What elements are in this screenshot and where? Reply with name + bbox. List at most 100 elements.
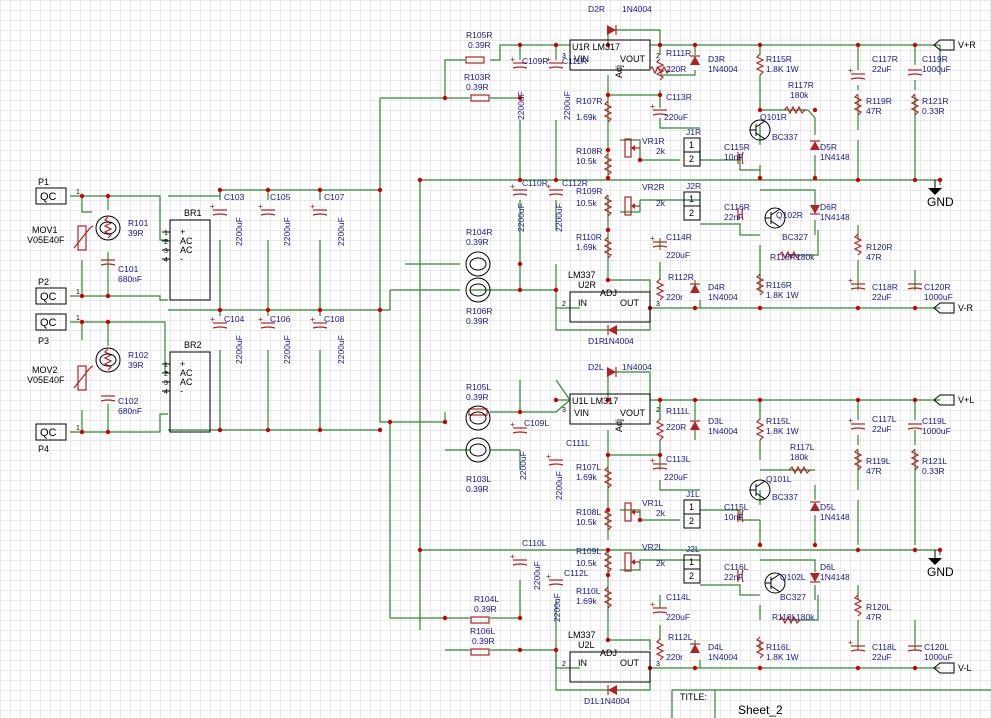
r118l-res	[778, 615, 801, 625]
c117rv-label: 22uF	[872, 64, 891, 74]
junction	[553, 287, 559, 293]
r121l-res	[910, 448, 920, 471]
polarity-mark: +	[546, 451, 551, 461]
d6l-diode	[810, 573, 820, 583]
junction	[637, 157, 643, 163]
wire	[608, 29, 661, 45]
u1l-vout: VOUT	[620, 408, 646, 418]
u1r-vout: VOUT	[620, 54, 646, 64]
c110l-label: C110L	[522, 538, 547, 548]
junction	[812, 107, 818, 113]
j1l-label: J1L	[686, 489, 700, 499]
r107rv-label: 1.69k	[576, 112, 598, 122]
c112l-label: C112L	[564, 568, 589, 578]
q101r-transistor	[749, 119, 771, 141]
wire	[620, 509, 680, 521]
junction	[517, 177, 523, 183]
junction	[657, 397, 663, 403]
polarity-mark: +	[848, 275, 853, 285]
c120l-label: C120L	[924, 642, 949, 652]
r104lv-label: 0.39R	[474, 604, 497, 614]
u1l-ref: U1L LM317	[572, 396, 618, 406]
r104r-label: R104R	[466, 227, 492, 237]
q101l-label: Q101L	[766, 474, 792, 484]
q101lv-label: BC337	[772, 492, 798, 502]
junction	[855, 665, 861, 671]
c116r-label: C116R	[724, 202, 750, 212]
jumper-pin-1: 1	[689, 194, 694, 204]
p1-pin: 1	[76, 189, 80, 196]
r116l-res	[755, 636, 765, 659]
r118l-label: R118L	[772, 612, 797, 622]
r104rv-label: 0.39R	[466, 237, 489, 247]
wires	[70, 29, 991, 718]
r101v-label: 39R	[128, 228, 144, 238]
r102-resistor	[103, 348, 113, 371]
junction	[605, 175, 611, 181]
bridge-pin-num-2: 3	[164, 380, 168, 387]
r105rv-label: 0.39R	[468, 40, 491, 50]
vr2r-pot	[624, 196, 640, 216]
c103v-label: 2200uF	[234, 217, 244, 246]
wire	[81, 196, 92, 213]
r120l-label: R120L	[866, 602, 891, 612]
c116l-label: C116L	[724, 562, 749, 572]
junction	[605, 452, 611, 458]
u2l-vout: OUT	[620, 658, 640, 668]
d5l-diode	[810, 501, 820, 511]
junction	[517, 261, 523, 267]
r111l-label: R111L	[666, 406, 690, 416]
junction	[912, 42, 918, 48]
c114lv-label: 220uF	[666, 612, 690, 622]
p1-ref: P1	[38, 177, 49, 187]
c114r-label: C114R	[666, 232, 692, 242]
junction	[937, 547, 943, 553]
bridge-pin-num-3: 4	[164, 257, 168, 264]
junction	[692, 305, 698, 311]
c116l-cap	[737, 569, 744, 583]
r108l-label: R108L	[576, 507, 601, 517]
c109l-label: C109L	[524, 418, 549, 428]
r112r-res	[655, 278, 665, 301]
u1l-n1: 3	[562, 407, 566, 414]
bridge-pin-3: -	[180, 386, 183, 396]
junction	[855, 305, 861, 311]
junction	[105, 293, 111, 299]
c105v-label: 2200uF	[282, 217, 292, 246]
r101-body	[95, 215, 121, 241]
r117lv-label: 180k	[790, 452, 809, 462]
r121l-label: R121L	[922, 456, 947, 466]
u1l-vin: VIN	[574, 408, 589, 418]
wire	[555, 264, 580, 309]
c107v-label: 2200uF	[336, 217, 346, 246]
c101-capacitor	[100, 259, 116, 266]
u2r-n2: 3	[656, 301, 660, 308]
junction	[553, 647, 559, 653]
wire	[70, 321, 168, 373]
c118rv-label: 22uF	[872, 292, 891, 302]
c110lv-label: 2200uF	[532, 561, 542, 590]
u1r-n1: 3	[562, 53, 566, 60]
r109r-label: R109R	[576, 186, 602, 196]
junction	[757, 542, 763, 548]
jumper-pin-1: 1	[689, 502, 694, 512]
d6lv-label: 1N4148	[820, 572, 850, 582]
junction	[757, 305, 763, 311]
c110r-cap: +	[510, 181, 528, 196]
polarity-mark: +	[310, 201, 315, 211]
c119l-cap	[907, 423, 923, 430]
wire	[555, 379, 571, 401]
c118l-cap: +	[848, 637, 866, 652]
wire	[660, 70, 696, 76]
c106-cap: +	[258, 314, 276, 329]
jumper-pin-2: 2	[689, 571, 694, 581]
r102v-label: 39R	[128, 360, 144, 370]
gnd1-symbol: GND	[927, 180, 954, 209]
vml-label: V-L	[958, 663, 972, 673]
d3r-label: D3R	[708, 54, 725, 64]
